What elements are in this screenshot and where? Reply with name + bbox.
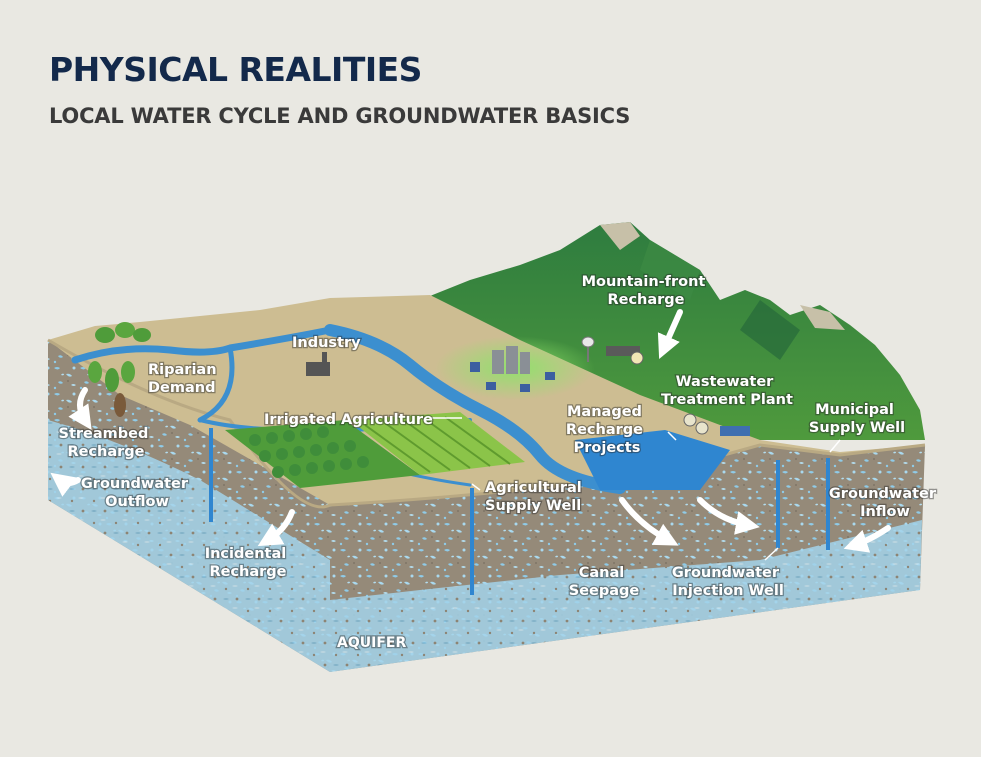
water-tower: [581, 336, 595, 362]
label-industry: Industry: [292, 335, 361, 351]
label-canal-seepage: Canal Seepage: [569, 565, 640, 599]
label-wastewater-treatment-plant: Wastewater Treatment Plant: [661, 374, 793, 408]
label-groundwater-injection-well: Groundwater Injection Well: [672, 565, 784, 599]
label-mountain-front-recharge: Mountain-front Recharge: [582, 274, 711, 308]
label-agricultural-supply-well: Agricultural Supply Well: [485, 480, 587, 514]
label-groundwater-outflow: Groundwater Outflow: [81, 476, 193, 510]
wastewater-plant: [606, 346, 750, 436]
label-managed-recharge-projects: Managed Recharge Projects: [566, 404, 648, 456]
city-buildings: [470, 346, 555, 392]
label-irrigated-agriculture: Irrigated Agriculture: [264, 412, 433, 428]
riparian-trees: [88, 322, 151, 417]
label-streambed-recharge: Streambed Recharge: [59, 426, 154, 460]
industry-building: [306, 352, 330, 376]
label-groundwater-inflow: Groundwater Inflow: [829, 486, 941, 520]
label-incidental-recharge: Incidental Recharge: [205, 546, 292, 580]
recharge-basin: [575, 430, 730, 490]
label-riparian-demand: Riparian Demand: [148, 362, 222, 396]
wells: [209, 428, 830, 595]
leader-lines: [430, 417, 841, 561]
page-title: PHYSICAL REALITIES: [49, 50, 422, 89]
page-subtitle: LOCAL WATER CYCLE AND GROUNDWATER BASICS: [49, 104, 631, 128]
irrigated-fields: [225, 412, 525, 488]
label-aquifer: AQUIFER: [337, 635, 406, 651]
flow-arrows: [50, 309, 891, 553]
label-municipal-supply-well: Municipal Supply Well: [809, 402, 905, 436]
